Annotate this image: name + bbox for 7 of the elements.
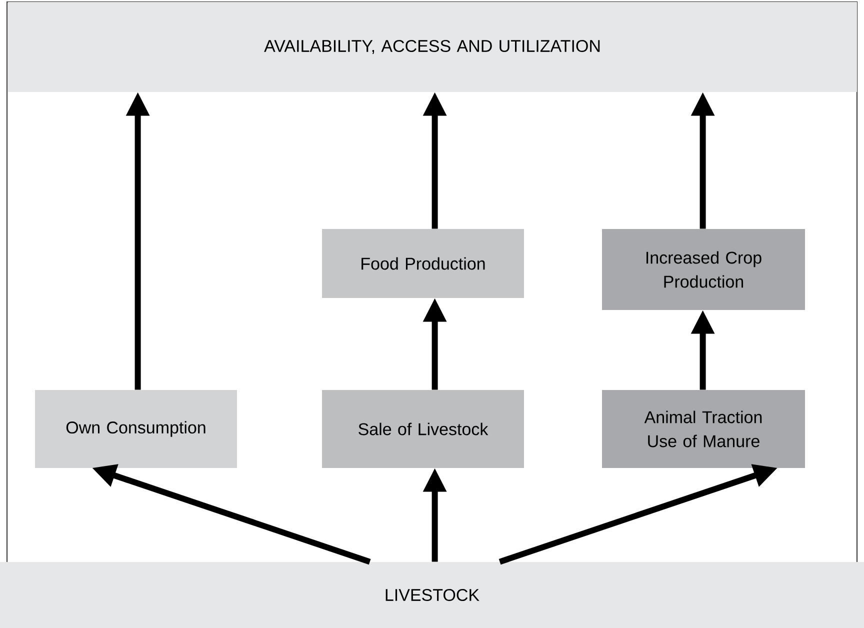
- process-box: Own Consumption: [35, 390, 237, 468]
- heading-band: AVAILABILITY, ACCESS AND UTILIZATION: [8, 2, 857, 92]
- process-box: Animal Traction Use of Manure: [602, 390, 805, 468]
- process-box: Sale of Livestock: [322, 390, 524, 468]
- process-box: Increased Crop Production: [602, 229, 805, 310]
- process-box: Food Production: [322, 229, 524, 298]
- base-band: LIVESTOCK: [0, 562, 864, 628]
